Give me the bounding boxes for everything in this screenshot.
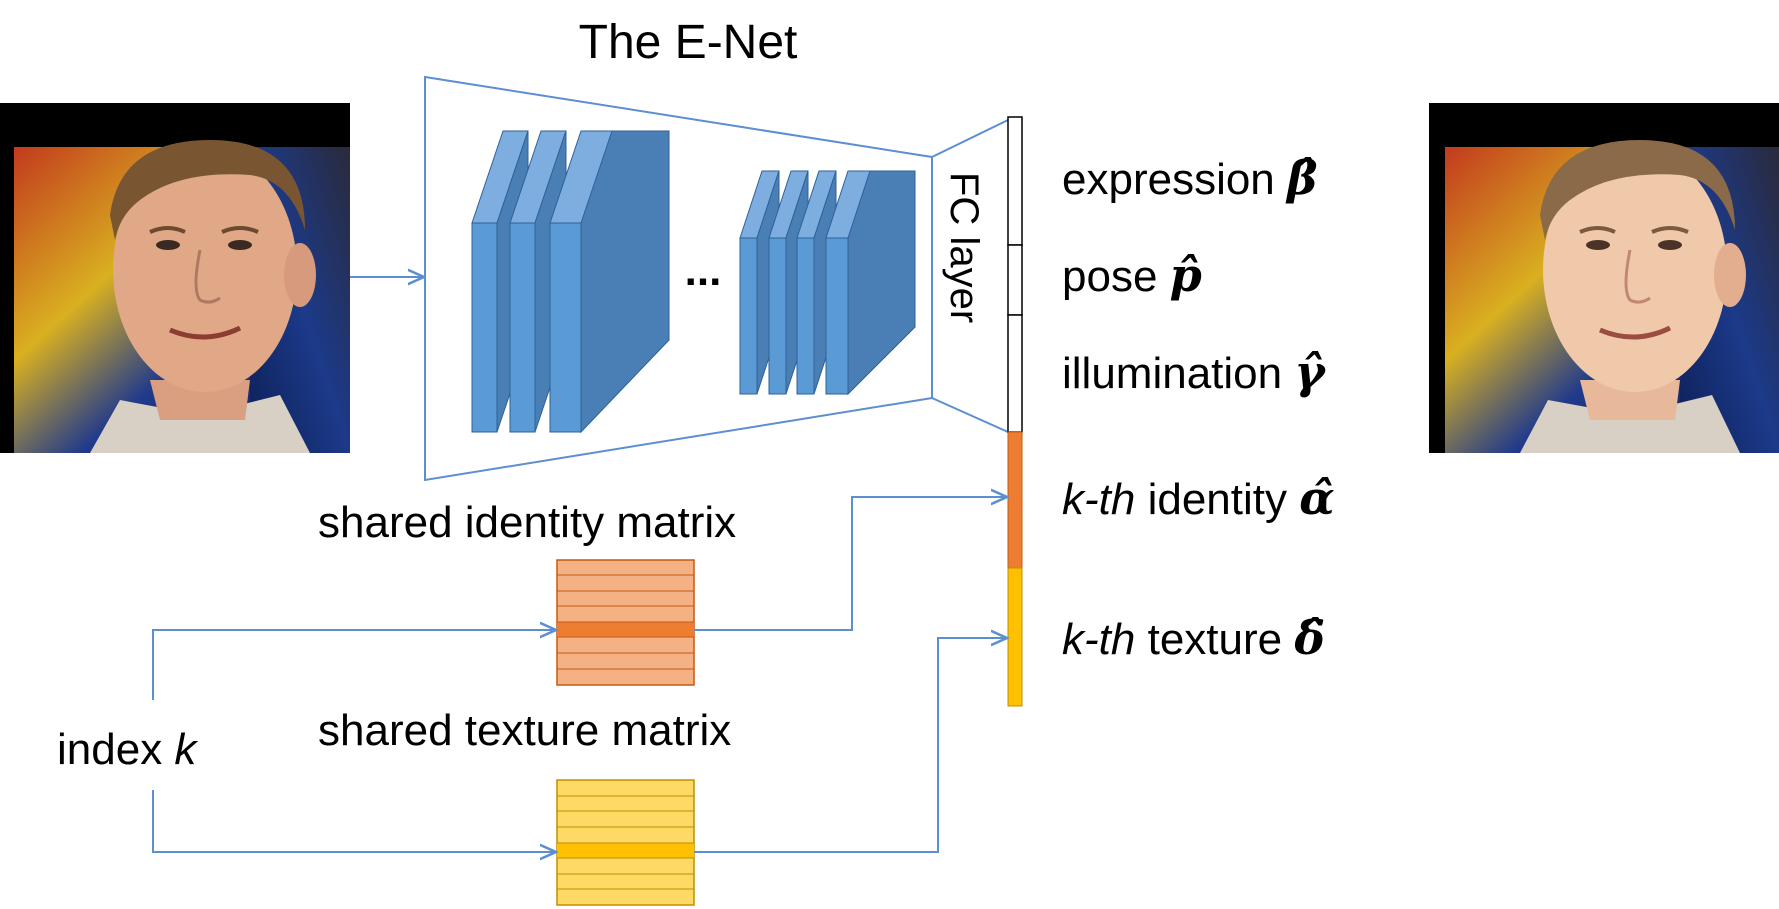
fc-layer-label: FC layer xyxy=(942,172,986,323)
index-to-identity-arrow xyxy=(152,630,556,700)
bar-segment-identity xyxy=(1007,431,1023,569)
identity-to-bar-arrow xyxy=(694,497,1007,631)
output-identity-label: k-th identity α̂ xyxy=(1062,471,1335,525)
ellipsis-label: ... xyxy=(685,246,722,295)
texture-to-bar-arrow xyxy=(694,638,1007,853)
texture-matrix-label: shared texture matrix xyxy=(318,706,731,755)
fc-funnel-bottom xyxy=(931,397,1009,433)
bar-segment-pose xyxy=(1007,244,1023,316)
identity-matrix xyxy=(556,559,695,686)
index-k-label: index k xyxy=(57,725,198,774)
output-expression-label: expression β̂ xyxy=(1062,151,1318,205)
identity-matrix-selected-row xyxy=(557,622,694,637)
output-vector-bar xyxy=(1007,116,1023,707)
fc-funnel-top xyxy=(931,119,1009,158)
bar-segment-texture xyxy=(1007,567,1023,707)
output-face-image xyxy=(1429,103,1779,453)
output-texture-label: k-th texture δ̂ xyxy=(1062,611,1325,665)
output-illumination-label: illumination γ̂ xyxy=(1062,345,1327,399)
conv-block-small xyxy=(739,170,916,396)
enet-title: The E-Net xyxy=(579,16,798,69)
bar-segment-illumination xyxy=(1007,314,1023,433)
input-face-image xyxy=(0,103,350,453)
identity-matrix-label: shared identity matrix xyxy=(318,498,736,547)
bar-segment-expression xyxy=(1007,116,1023,246)
texture-matrix-selected-row xyxy=(557,843,694,858)
conv-block-large xyxy=(471,130,670,434)
texture-matrix xyxy=(556,779,695,906)
output-pose-label: pose p̂ xyxy=(1062,248,1202,302)
index-to-texture-arrow xyxy=(152,790,556,852)
